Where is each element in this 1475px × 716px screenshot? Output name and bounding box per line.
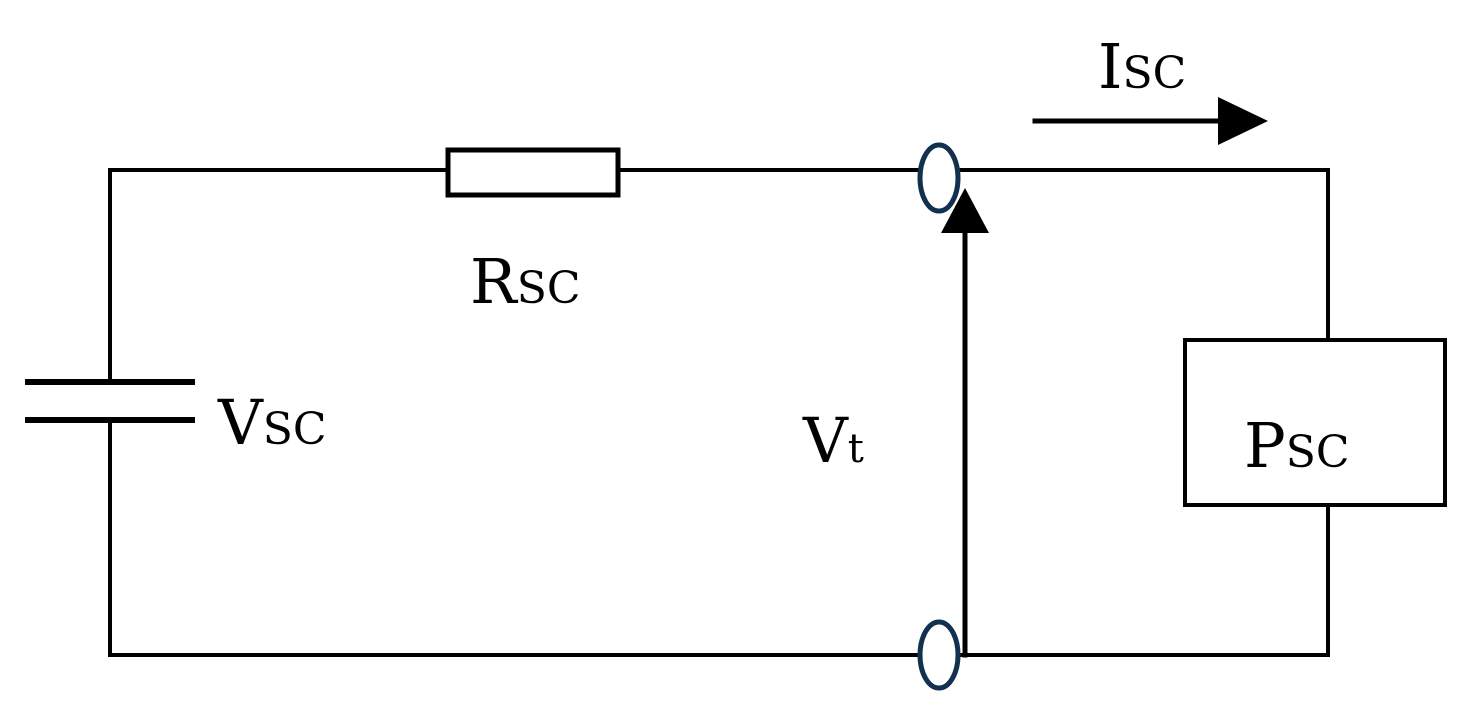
current-label: ISC bbox=[1098, 30, 1186, 103]
load-box bbox=[1183, 338, 1447, 507]
top-terminal bbox=[917, 142, 961, 214]
load-label: PSC bbox=[1244, 409, 1350, 482]
resistor-label: RSC bbox=[470, 245, 581, 318]
terminal-voltage-arrow-head bbox=[941, 188, 989, 233]
current-arrow-head bbox=[1218, 97, 1268, 145]
resistor bbox=[445, 147, 621, 198]
bottom-terminal bbox=[917, 619, 961, 691]
source-voltage-label: VSC bbox=[217, 386, 327, 459]
terminal-voltage-label: Vt bbox=[802, 404, 864, 477]
